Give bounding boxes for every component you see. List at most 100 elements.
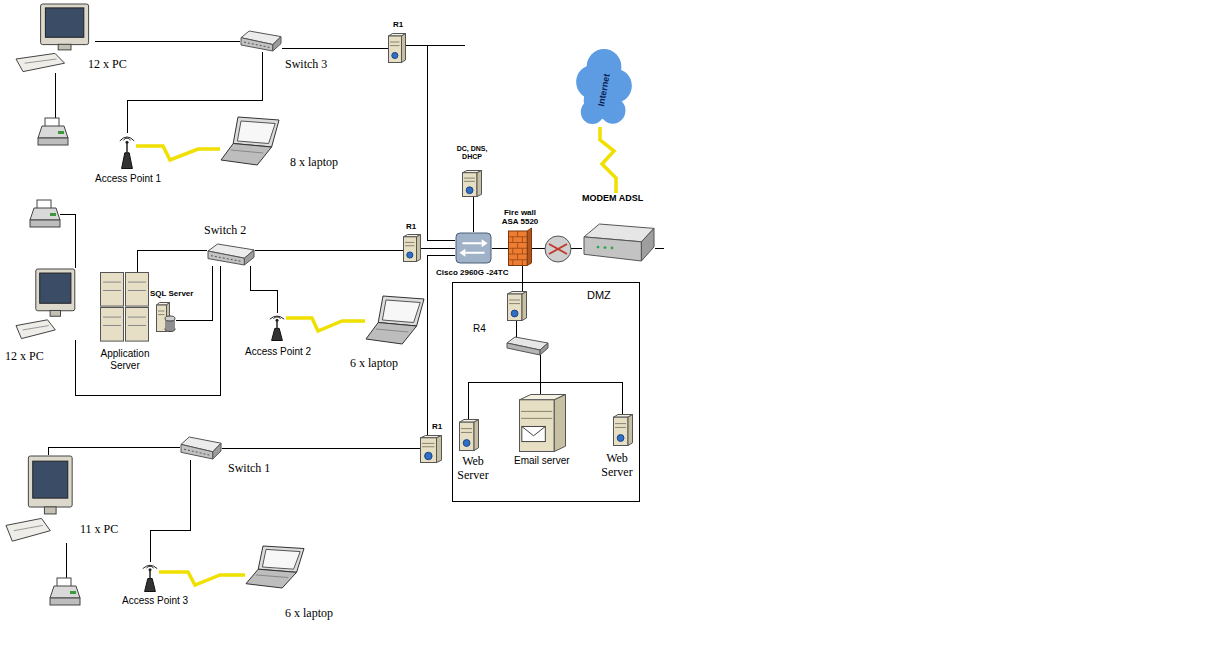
laptop-node: 6 x laptop bbox=[365, 295, 425, 345]
device-label: Switch 2 bbox=[204, 224, 246, 238]
network-link bbox=[48, 447, 180, 455]
antenna-tip bbox=[149, 568, 152, 571]
brick-joint bbox=[517, 243, 518, 249]
laptop-base bbox=[246, 569, 297, 588]
device-label: R4 bbox=[473, 323, 486, 335]
cabinet-slot bbox=[128, 317, 146, 318]
monitor-stand bbox=[44, 507, 56, 514]
monitor-case bbox=[41, 4, 89, 45]
network-link bbox=[150, 460, 190, 562]
icon-shapes bbox=[6, 456, 72, 541]
cabinet-slot bbox=[128, 325, 146, 326]
antenna-mast bbox=[276, 321, 278, 329]
device-icon bbox=[455, 232, 492, 264]
icon-shapes bbox=[246, 546, 304, 588]
icon-shapes bbox=[241, 31, 281, 51]
device-icon bbox=[613, 414, 633, 446]
wireless-link bbox=[159, 572, 245, 585]
radio-waves bbox=[120, 137, 134, 141]
globe-badge bbox=[407, 252, 413, 258]
monitor-stand bbox=[58, 44, 71, 50]
icon-shapes bbox=[16, 269, 75, 339]
brick-joint bbox=[512, 248, 513, 254]
device-label: Access Point 3 bbox=[122, 595, 188, 607]
icon-shapes bbox=[509, 228, 532, 266]
laptop-keys bbox=[256, 575, 288, 578]
antenna-tip bbox=[126, 141, 129, 144]
network-link bbox=[255, 250, 403, 251]
switch-arrowheads bbox=[459, 239, 487, 257]
printer-symbol bbox=[50, 578, 80, 605]
switch-front bbox=[181, 444, 213, 459]
tower-side bbox=[474, 420, 479, 451]
icon-shapes bbox=[614, 415, 633, 446]
server-node: Web Server bbox=[613, 414, 633, 446]
keyboard bbox=[16, 53, 65, 71]
server-node: R1 bbox=[403, 234, 421, 262]
device-icon bbox=[403, 234, 421, 262]
device-label: Switch 1 bbox=[228, 462, 270, 476]
tower-slot bbox=[422, 443, 435, 444]
brick-joint bbox=[509, 248, 528, 249]
network-link bbox=[522, 266, 523, 291]
switch-node: Switch 3 bbox=[240, 30, 282, 52]
icon-shapes bbox=[463, 171, 482, 197]
switch-ports bbox=[244, 42, 270, 48]
server-node: DC, DNS, DHCP bbox=[462, 170, 482, 197]
cabinet-slot bbox=[103, 325, 121, 326]
printer-body bbox=[30, 208, 60, 220]
zone-label: DMZ bbox=[587, 289, 611, 302]
connectors bbox=[48, 41, 622, 585]
cabinet-slot bbox=[103, 290, 121, 291]
tower-slot bbox=[509, 300, 520, 301]
tower-side bbox=[522, 292, 527, 321]
device-label: 12 x PC bbox=[5, 350, 44, 364]
server-node: Web Server bbox=[459, 419, 479, 451]
antenna-base bbox=[145, 579, 156, 592]
network-link bbox=[427, 255, 455, 435]
tower-front bbox=[421, 438, 437, 463]
icon-shapes bbox=[421, 436, 442, 463]
device-icon bbox=[220, 116, 280, 166]
tower-slot bbox=[461, 432, 472, 433]
modem-light bbox=[604, 246, 607, 249]
access-point-node: Access Point 3 bbox=[141, 562, 159, 592]
server-node: R4 bbox=[507, 291, 527, 321]
tower-slot bbox=[405, 242, 415, 243]
laptop-base bbox=[366, 323, 417, 345]
icon-shapes bbox=[366, 296, 424, 344]
monitor-screen bbox=[45, 8, 83, 37]
device-icon bbox=[118, 133, 136, 169]
router-symbol bbox=[545, 236, 571, 262]
keyboard bbox=[6, 518, 50, 541]
brick-joint bbox=[517, 231, 518, 237]
device-icon bbox=[245, 545, 305, 589]
device-icon bbox=[462, 170, 482, 197]
device-icon bbox=[180, 436, 222, 460]
pc-node: 11 x PC bbox=[5, 455, 78, 543]
tower-side bbox=[402, 34, 406, 63]
globe-badge bbox=[463, 440, 470, 447]
device-icon bbox=[507, 291, 527, 321]
device-icon bbox=[388, 33, 406, 63]
brick-joint bbox=[509, 259, 528, 260]
laptop-display bbox=[382, 300, 420, 323]
switch-side bbox=[273, 37, 281, 51]
globe-badge bbox=[511, 310, 518, 317]
tower-side bbox=[437, 436, 442, 463]
modem-side bbox=[641, 228, 654, 261]
cabinet-slot bbox=[103, 317, 121, 318]
application-server-node: Application Server bbox=[100, 272, 150, 342]
switch-side bbox=[213, 443, 221, 459]
icon-shapes bbox=[221, 117, 279, 165]
keyboard-keys bbox=[25, 59, 57, 63]
icon-shapes bbox=[208, 244, 254, 265]
tower-slot bbox=[158, 314, 165, 315]
network-link bbox=[75, 266, 220, 395]
modem-front bbox=[584, 237, 641, 261]
pc-node: 12 x PC bbox=[15, 3, 95, 73]
printer-light bbox=[50, 213, 56, 216]
tower-front bbox=[508, 294, 523, 321]
printer-body bbox=[38, 126, 68, 138]
